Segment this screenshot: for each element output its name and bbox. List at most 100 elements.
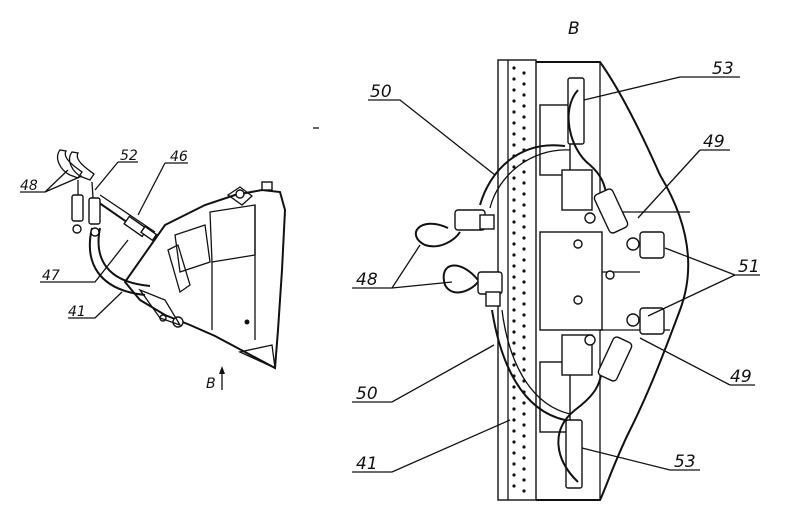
perforation-hole [512,253,516,257]
perforation-hole [512,242,516,246]
perforation-hole [512,198,516,202]
label-46-left: 46 [170,149,188,165]
perforation-hole [512,330,516,334]
perforation-hole [512,319,516,323]
leader-47-left [40,239,129,283]
coupler-upper [593,188,629,234]
perforation-hole [512,440,516,444]
fastener-4 [584,334,596,346]
perforation-hole [522,368,526,372]
hose-bottom [557,369,603,483]
perforation-hole [522,456,526,460]
arm-link-2 [99,194,156,233]
perforation-hole [522,170,526,174]
perforation-hole [512,110,516,114]
perforation-hole [522,104,526,108]
inner-block-mid [539,231,603,331]
perforation-hole [522,423,526,427]
view-arrow-head [219,366,225,374]
bucket-inner-panel [209,204,256,263]
perforation-hole [512,308,516,312]
perforation-hole [522,401,526,405]
perforation-hole [512,132,516,136]
leader-49-bottom [639,337,755,386]
coupler-ring-1 [72,224,82,234]
perforation-hole [522,478,526,482]
label-52-left: 52 [120,148,138,164]
perforation-hole [512,385,516,389]
perforation-hole [522,71,526,75]
perforation-hole [522,82,526,86]
perforation-hole [512,66,516,70]
perforation-hole [512,143,516,147]
perforation-hole [512,352,516,356]
coupler-lower-joint [626,313,640,327]
label-41-right: 41 [356,454,378,474]
perforation-hole [512,297,516,301]
coupler-left-2 [88,197,101,225]
label-48-left: 48 [20,178,38,194]
leader-48-right [352,244,453,289]
perforation-hole [512,484,516,488]
label-53-top: 53 [712,59,734,79]
perforation-hole [522,126,526,130]
perforation-hole [512,165,516,169]
leader-51 [647,247,760,317]
housing-outline [536,61,690,501]
label-41-left: 41 [68,304,86,320]
perforation-hole [522,346,526,350]
perforation-hole [512,451,516,455]
coupler-ring-2 [90,227,100,237]
perforation-hole [522,247,526,251]
perforation-hole [522,93,526,97]
leader-50-bottom [352,344,495,403]
perforation-hole [512,121,516,125]
label-50-bottom: 50 [356,384,378,404]
inner-block-top [539,104,571,176]
perforation-hole [522,357,526,361]
perforation-hole [512,264,516,268]
bucket-shelf-2 [167,244,191,294]
fastener-1 [573,239,583,249]
coupler-body-2 [139,225,158,242]
hose-top [567,89,609,201]
perforation-hole [522,280,526,284]
perforation-hole [522,434,526,438]
quick-coupler-lower [477,271,503,295]
perforation-hole [512,429,516,433]
right-view-b: 53 50 49 48 51 49 50 41 53 [352,59,760,501]
perforation-hole [522,335,526,339]
perforation-hole [512,209,516,213]
coupler-lower [597,336,633,382]
perforation-hole [512,473,516,477]
loop-handle-lower [442,264,479,294]
perforation-hole [522,192,526,196]
label-49-bottom: 49 [730,367,752,387]
coupler-stem-2 [91,181,94,199]
perforation-hole [522,225,526,229]
perforation-hole [512,220,516,224]
top-lug [261,181,273,191]
bucket-shelf [174,224,211,273]
perforation-hole [512,88,516,92]
coupler-upper-joint [626,237,640,251]
view-arrow-label: B [206,376,216,392]
label-48-right: 48 [356,270,378,290]
perforation-hole [522,137,526,141]
perforation-hole [522,214,526,218]
label-49-top: 49 [703,132,725,152]
leader-49-top [637,149,730,219]
perforation-hole [512,99,516,103]
perforation-pattern [512,66,526,493]
hose-top-out-2 [489,149,571,209]
perforation-hole [522,302,526,306]
label-47-left: 47 [42,268,60,284]
hatched-cutaway [237,344,276,370]
label-51: 51 [738,257,760,277]
leader-48-left [20,169,83,193]
perforation-hole [512,231,516,235]
leader-41-right [352,419,511,473]
left-hose-50 [88,227,146,296]
perforation-hole [512,176,516,180]
